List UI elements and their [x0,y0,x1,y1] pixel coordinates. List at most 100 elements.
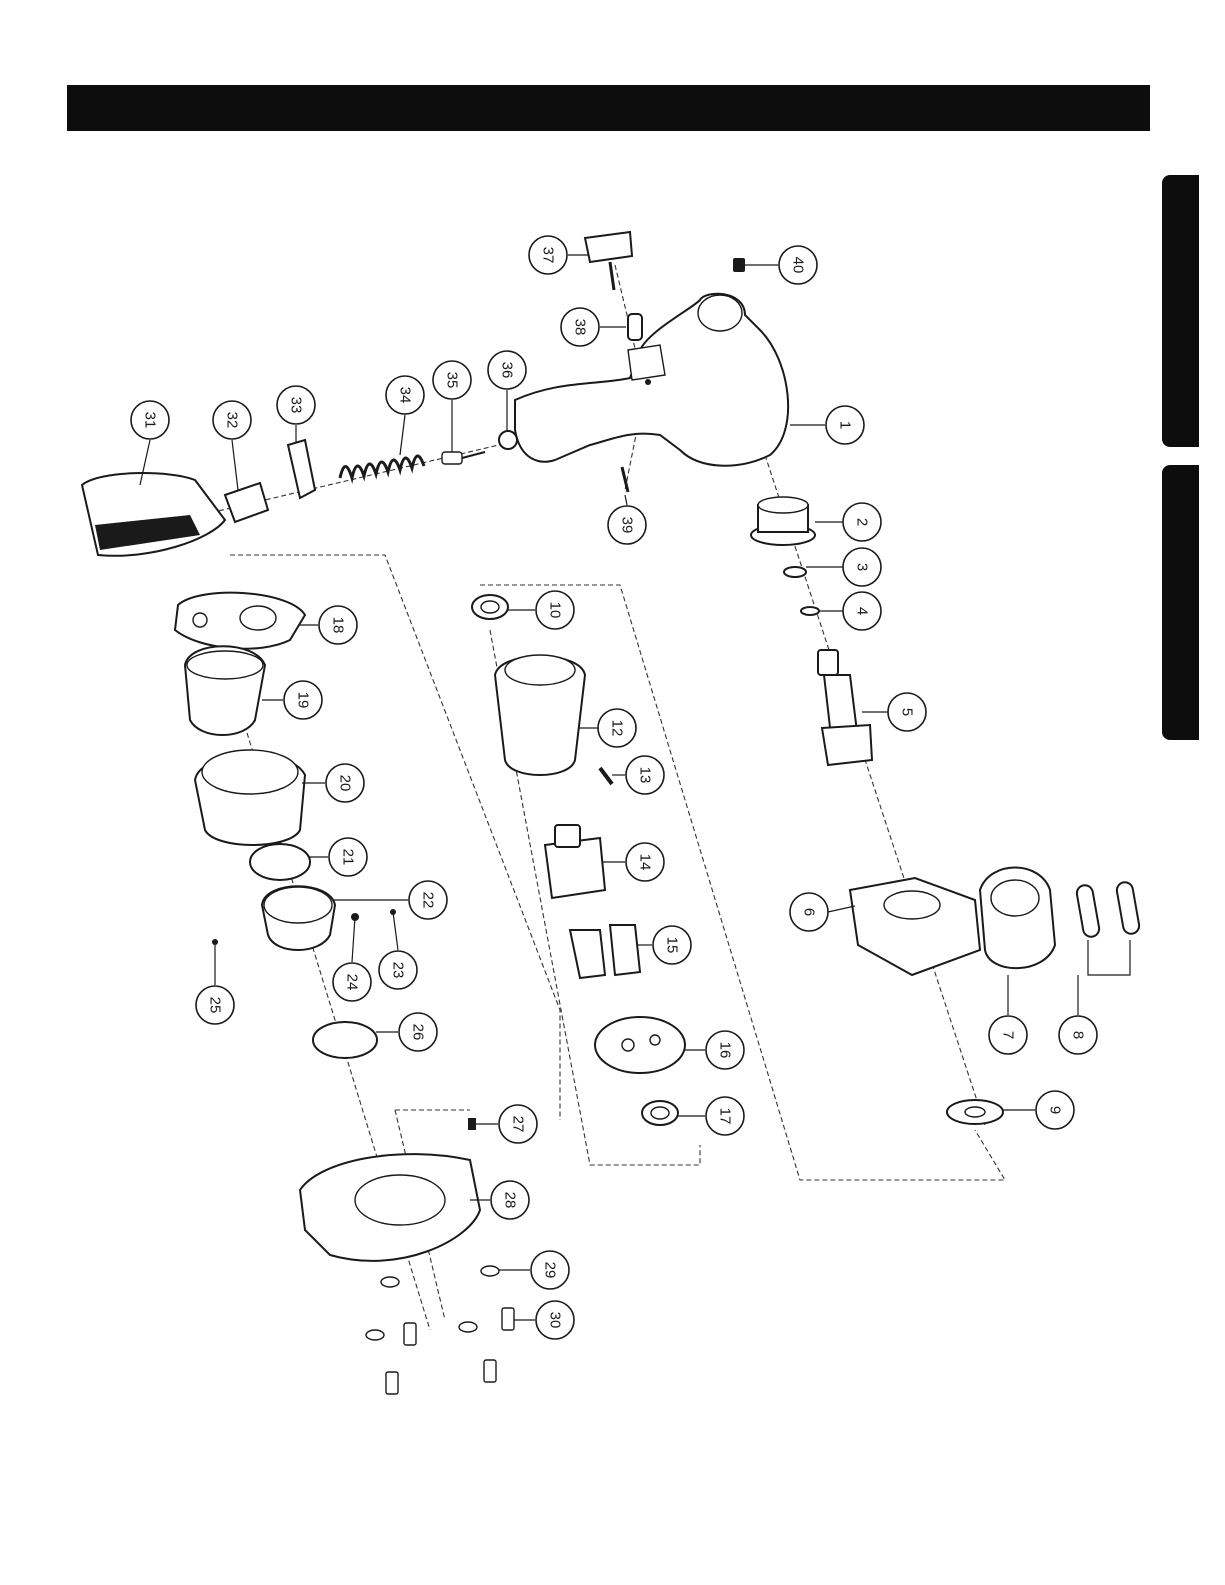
part-21-o-ring [250,844,310,880]
callout-39: 39 [608,506,646,544]
callout-1: 1 [826,406,864,444]
part-27-screw [468,1118,476,1130]
callout-5: 5 [888,693,926,731]
callout-19: 19 [284,681,322,719]
part-32-regulator [225,483,268,522]
part-14-rotor [545,825,605,898]
callout-26: 26 [399,1013,437,1051]
callout-label-21: 21 [340,849,357,866]
callout-8: 8 [1059,1016,1097,1054]
callout-label-35: 35 [444,372,461,389]
callout-label-4: 4 [854,607,871,615]
callout-40: 40 [779,246,817,284]
callout-6: 6 [790,893,828,931]
callout-label-28: 28 [502,1192,519,1209]
callout-16: 16 [706,1031,744,1069]
part-26-o-ring [313,1022,377,1058]
part-33-switch-plate [288,440,315,498]
callout-label-14: 14 [637,854,654,871]
callout-label-32: 32 [224,412,241,429]
part-36-seal [499,431,517,449]
part-31-grip-sleeve [82,473,225,556]
callout-30: 30 [536,1301,574,1339]
part-4-o-ring [801,607,819,615]
callout-13: 13 [626,756,664,794]
part-9-washer [947,1100,1003,1124]
part-8-pins [1076,881,1141,938]
callout-34: 34 [386,376,424,414]
callout-label-34: 34 [397,387,414,404]
part-7-anvil-sleeve [980,868,1055,969]
part-2-bushing [751,497,815,545]
callout-label-27: 27 [510,1116,527,1133]
callout-label-18: 18 [330,617,347,634]
callout-25: 25 [196,986,234,1024]
callout-label-7: 7 [1000,1031,1017,1039]
part-17-bearing [642,1101,678,1125]
part-20-hammer-case [195,750,305,845]
callout-29: 29 [531,1251,569,1289]
callout-38: 38 [561,308,599,346]
part-6-front-housing [850,878,980,975]
callout-23: 23 [379,951,417,989]
part-10-bearing [472,595,508,619]
part-3-o-ring [784,567,806,577]
part-1-housing [515,294,788,466]
callout-label-22: 22 [420,892,437,909]
callout-label-8: 8 [1070,1031,1087,1039]
part-40-plug [733,258,745,272]
part-15-vanes [570,925,640,978]
part-29-washers [366,1266,499,1340]
part-30-screws [386,1308,514,1394]
callout-label-36: 36 [499,362,516,379]
part-38-bushing [628,314,642,340]
part-34-spring [340,456,424,478]
callout-label-5: 5 [899,708,916,716]
callout-label-17: 17 [717,1108,734,1125]
callout-3: 3 [843,548,881,586]
callout-12: 12 [598,709,636,747]
callout-label-29: 29 [542,1262,559,1279]
callout-9: 9 [1036,1091,1074,1129]
part-19-sleeve [185,646,265,735]
callout-28: 28 [491,1181,529,1219]
callout-label-23: 23 [390,962,407,979]
part-37-trigger [585,232,632,290]
callout-27: 27 [499,1105,537,1143]
callout-label-10: 10 [547,602,564,619]
callout-label-19: 19 [295,692,312,709]
callout-label-2: 2 [854,518,871,526]
callout-4: 4 [843,592,881,630]
callout-label-33: 33 [288,397,305,414]
callout-label-38: 38 [572,319,589,336]
callout-label-9: 9 [1047,1106,1064,1114]
part-22-valve [262,886,335,950]
callout-32: 32 [213,401,251,439]
callout-15: 15 [653,926,691,964]
callout-21: 21 [329,838,367,876]
callout-label-15: 15 [664,937,681,954]
callout-label-1: 1 [837,421,854,429]
part-5-spindle [818,650,872,765]
callout-label-31: 31 [142,412,159,429]
callout-label-3: 3 [854,563,871,571]
callout-label-6: 6 [801,908,818,916]
callout-36: 36 [488,351,526,389]
callout-17: 17 [706,1097,744,1135]
callout-31: 31 [131,401,169,439]
callout-22: 22 [409,881,447,919]
callout-35: 35 [433,361,471,399]
callout-7: 7 [989,1016,1027,1054]
part-16-rear-plate [595,1017,685,1073]
callout-33: 33 [277,386,315,424]
callout-label-13: 13 [637,767,654,784]
callout-18: 18 [319,606,357,644]
callout-label-25: 25 [207,997,224,1014]
callout-24: 24 [333,963,371,1001]
callout-label-20: 20 [337,775,354,792]
callout-10: 10 [536,591,574,629]
callout-14: 14 [626,843,664,881]
callout-20: 20 [326,764,364,802]
callout-37: 37 [529,236,567,274]
